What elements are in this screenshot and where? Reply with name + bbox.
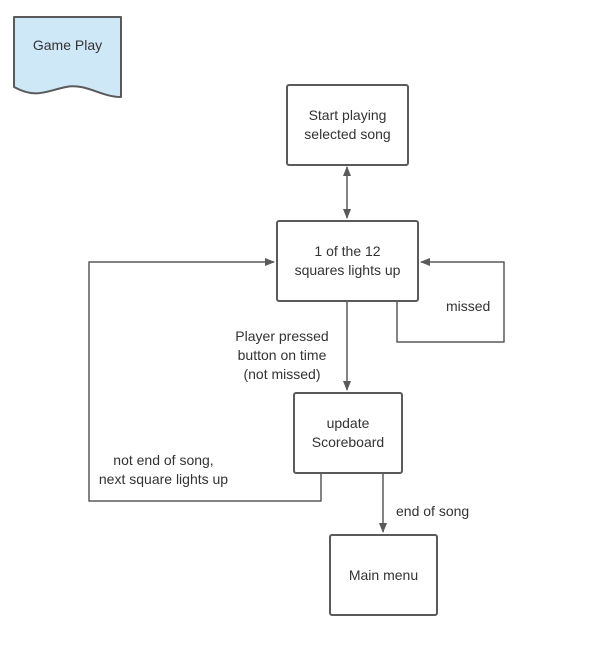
edge-label-end-of-song: end of song — [396, 503, 470, 519]
node-square-lights-up: 1 of the 12 squares lights up — [276, 220, 419, 302]
node-main-menu: Main menu — [329, 534, 438, 616]
node-start-line2: selected song — [304, 126, 391, 142]
node-update-scoreboard: update Scoreboard — [293, 392, 403, 474]
node-square-line1: 1 of the 12 — [314, 243, 381, 259]
node-start-playing: Start playing selected song — [286, 84, 409, 166]
edge-label-pressed: Player pressed button on time (not misse… — [235, 328, 329, 382]
document-shape-game-play — [13, 16, 122, 98]
edge-label-missed: missed — [446, 298, 491, 314]
node-square-line2: squares lights up — [294, 262, 401, 278]
node-menu-label: Main menu — [348, 566, 419, 583]
edge-label-not-end: not end of song, next square lights up — [98, 452, 229, 487]
node-start-line1: Start playing — [308, 107, 387, 123]
node-update-line2: Scoreboard — [311, 434, 385, 450]
document-label: Game Play — [32, 37, 103, 53]
edge-missed-loop — [396, 258, 505, 343]
node-update-line1: update — [326, 415, 370, 431]
edge-not-end-loop — [88, 258, 322, 502]
